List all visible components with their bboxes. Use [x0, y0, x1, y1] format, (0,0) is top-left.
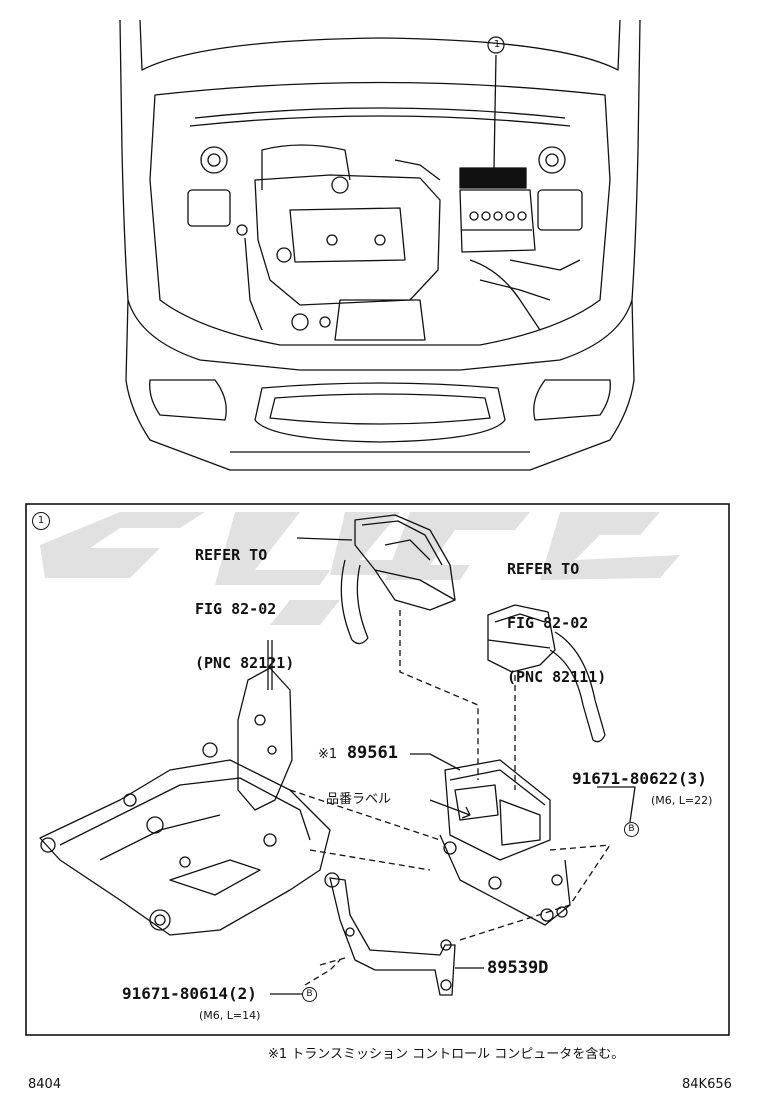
bolt-right-part-number: 91671-80622(3) — [572, 769, 707, 788]
refer-left-line-3: (PNC 82121) — [195, 654, 295, 672]
watermark-logo — [40, 512, 680, 625]
refer-right-line-1: REFER TO — [507, 560, 580, 578]
footnote: ※1 トランスミッション コントロール コンピュータを含む。 — [268, 1047, 625, 1062]
bracket-part-number: 89539D — [487, 958, 549, 978]
detail-frame — [25, 503, 730, 1036]
ecu-part-prefix: ※1 — [318, 747, 338, 762]
footer-right-code: 84K656 — [682, 1077, 732, 1092]
bolt-right-callout: B — [624, 822, 639, 837]
footer-left-code: 8404 — [28, 1077, 62, 1092]
refer-left-label: REFER TO FIG 82-02 (PNC 82121) — [195, 510, 294, 690]
refer-right-line-2: FIG 82-02 — [507, 614, 589, 632]
refer-left-line-2: FIG 82-02 — [195, 600, 277, 618]
bolt-left-spec: (M6, L=14) — [199, 1009, 261, 1022]
detail-artwork — [39, 514, 636, 996]
refer-right-line-3: (PNC 82111) — [507, 668, 607, 686]
ecu-part-label: ※1 89561 — [318, 743, 398, 763]
refer-left-line-1: REFER TO — [195, 546, 268, 564]
part-number-label-note: 品番ラベル — [326, 792, 392, 807]
detail-callout-1: 1 — [32, 512, 50, 530]
refer-right-label: REFER TO FIG 82-02 (PNC 82111) — [507, 524, 606, 704]
bolt-left-callout: B — [302, 987, 317, 1002]
engine-bay-overview — [119, 19, 641, 471]
bolt-left-part-number: 91671-80614(2) — [122, 984, 257, 1003]
ecu-part-number: 89561 — [346, 743, 398, 763]
overview-callout-1: 1 — [493, 39, 501, 50]
bolt-right-spec: (M6, L=22) — [651, 794, 713, 807]
